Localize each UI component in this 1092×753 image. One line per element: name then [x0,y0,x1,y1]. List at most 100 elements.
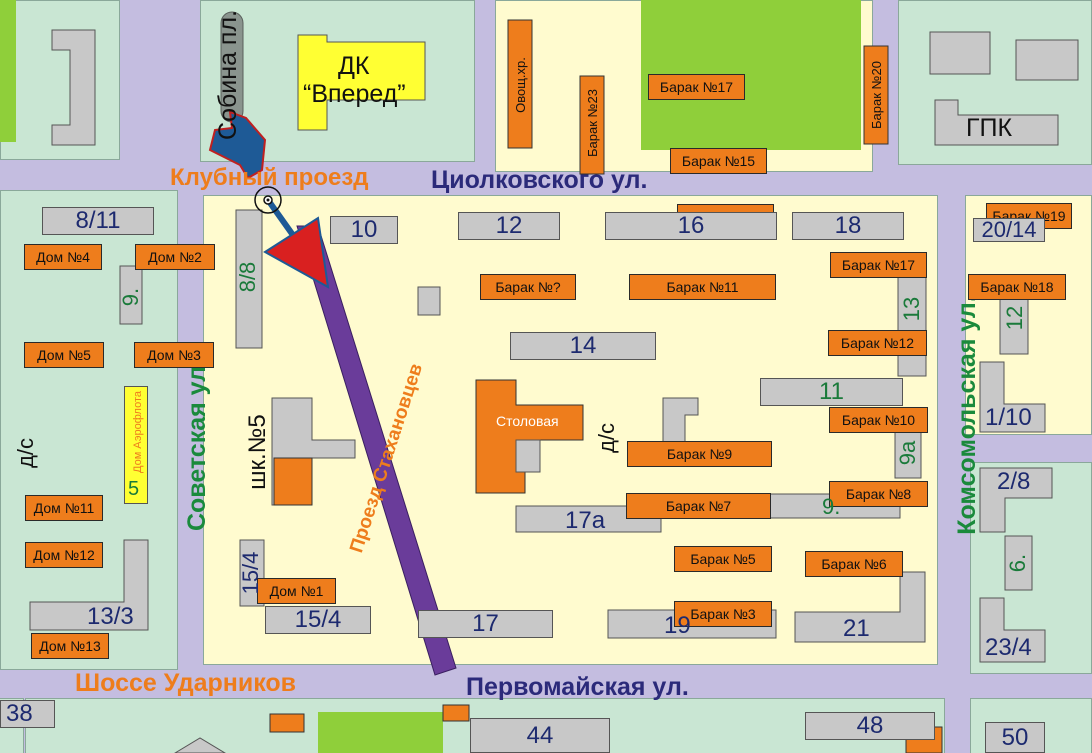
barrack-9: Барак №9 [627,441,772,467]
barrack-8: Барак №8 [829,481,928,507]
street-tsiolkovskogo: Циолковского ул. [431,166,648,194]
street-shosse-udarnikov: Шоссе Ударников [75,669,297,697]
label-15-4-vertical: 15/4 [238,551,263,595]
house-13: Дом №13 [31,633,109,659]
street-sovetskaya: Советская ул. [182,358,211,532]
house-12: Дом №12 [25,542,103,568]
label-stolovaya: Столовая [496,413,559,429]
gnum-8-8: 8/8 [235,261,260,293]
barrack-17-right: Барак №17 [830,252,927,278]
start-point-icon [254,186,282,214]
street-klubny-proezd: Клубный проезд [170,164,369,191]
building-11: 11 [760,378,903,406]
barrack-7: Барак №7 [626,493,771,519]
building-44: 44 [470,718,610,753]
barrack-3: Барак №3 [674,601,772,627]
building-8-11: 8/11 [42,207,154,235]
label-13-3: 13/3 [87,603,134,630]
barrack-12: Барак №12 [828,330,927,356]
building-2-8 [979,467,1053,533]
building-9-west [119,265,143,325]
dk-label-line2: “Вперед” [303,80,406,108]
blue-arrow-icon [208,110,267,180]
label-ds-left: д/с [13,438,38,468]
barrack-20-label: Барак №20 [868,61,884,129]
gnum-13: 13 [899,296,924,322]
building-ovoshch [507,19,533,149]
barrack-23-label: Барак №23 [584,89,600,157]
barrack-6: Барак №6 [805,551,903,577]
gnum-9-right: 9. [822,494,841,519]
building-6 [1004,535,1033,591]
barrack-11: Барак №11 [629,274,776,300]
gnum-9a: 9а [895,440,920,466]
barrack-10: Барак №10 [829,407,928,433]
building-1-10 [979,361,1046,433]
label-2-8: 2/8 [997,468,1031,495]
building-14: 14 [510,332,656,360]
green-field-nw [0,0,16,142]
label-dom-aeroflota: Дом Аэрофлота [132,391,144,473]
building-gpk [934,99,1059,146]
south-orange-2 [442,704,470,722]
south-gray-roof [174,737,226,753]
label-ovoshch: Овощ.хр. [512,57,528,113]
red-arrow-icon [263,216,330,289]
building-48: 48 [805,712,935,740]
label-gpk: ГПК [966,114,1013,142]
building-ne-1 [929,31,991,75]
building-13 [897,267,927,377]
building-8-8 [235,209,263,349]
building-23-4 [979,597,1046,663]
building-small-square [417,286,441,316]
house-4: Дом №4 [24,244,102,270]
barrack-unknown: Барак №? [480,274,576,300]
label-19: 19 [664,612,691,639]
gnum-12: 12 [1002,305,1027,331]
barrack-20-shape [863,45,889,145]
label-17a: 17а [565,507,606,534]
south-orange-1 [269,713,305,733]
barrack-23-shape [579,75,605,175]
gnum-6: 6. [1005,553,1030,573]
building-21 [794,571,926,643]
house-3: Дом №3 [134,342,214,368]
green-field-south [318,712,443,753]
gnum-9-west: 9. [118,287,143,307]
building-38: 38 [0,700,55,728]
house-2: Дом №2 [135,244,215,270]
building-dk-vpered [297,34,426,131]
building-50: 50 [985,722,1045,753]
barrack-17-top: Барак №17 [648,74,745,100]
street-pervomayskaya: Первомайская ул. [466,673,689,701]
dk-label-line1: ДК [338,52,370,80]
house-11: Дом №11 [25,495,103,521]
barrack-5: Барак №5 [674,546,772,572]
building-school-5-orange [273,457,313,506]
barrack-15: Барак №15 [670,148,767,174]
house-5: Дом №5 [24,342,104,368]
label-school-5: шк.№5 [244,414,271,490]
street-komsomolskaya: Комсомольская ул. [952,295,981,535]
building-stolovaya [475,379,584,494]
building-dom-aeroflota [124,386,148,504]
label-ds-center: д/с [594,423,619,453]
label-21: 21 [843,615,870,642]
building-13-3 [29,539,149,631]
label-aeroflota-num: 5 [128,478,140,500]
street-sobina: Собина пл. [213,10,242,140]
building-15-4: 15/4 [265,606,371,634]
building-18: 18 [792,212,904,240]
building-stolovaya-annex [515,439,541,473]
house-1: Дом №1 [257,578,336,604]
barrack-18: Барак №18 [968,274,1066,300]
building-10: 10 [330,216,398,244]
building-16: 16 [605,212,777,240]
building-17: 17 [418,610,553,638]
building-nw-outline [51,29,96,146]
building-12: 12 [458,212,560,240]
building-ne-2 [1015,39,1079,81]
label-1-10: 1/10 [985,404,1032,431]
